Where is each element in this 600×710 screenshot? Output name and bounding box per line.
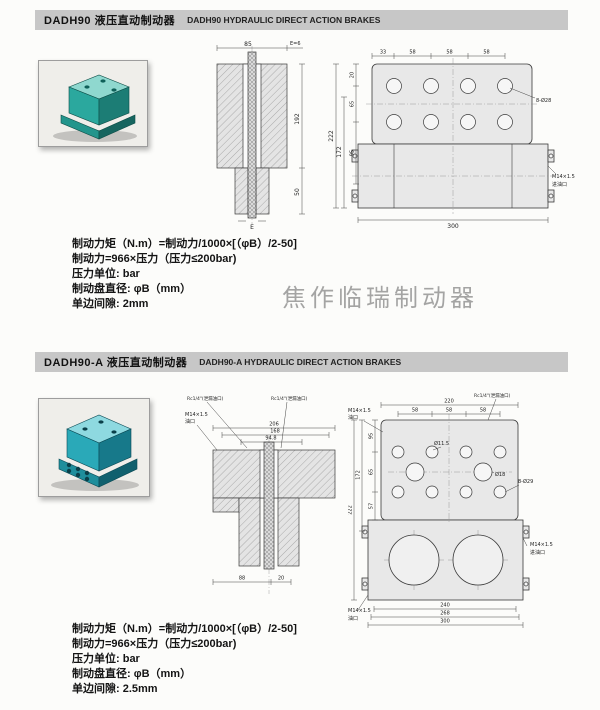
dim-pitch-58b: 58 — [446, 50, 452, 56]
dim-20: 20 — [278, 576, 284, 582]
inlet-port-thread: M14×1.5 — [552, 174, 575, 180]
dim-pitch-58a: 58 — [412, 408, 418, 414]
dim-total-222: 222 — [348, 505, 354, 515]
brake-bolts — [84, 79, 117, 92]
section2-specs: 制动力矩（N.m）=制动力/1000×[（φB）/2-50] 制动力=966×压… — [72, 622, 297, 697]
section1-title-cn: DADH90 液压直动制动器 — [44, 15, 176, 27]
dim-206: 206 — [269, 422, 279, 428]
dim-width-300: 300 — [447, 223, 459, 230]
dadh90-product-photo — [53, 74, 137, 142]
section1-photo-frame — [38, 60, 148, 147]
spec-pressure-unit: 压力单位: bar — [72, 268, 140, 280]
dim-220: 220 — [444, 399, 454, 405]
dim-v-65: 65 — [350, 101, 356, 107]
dimension-text: 33 58 58 58 8-Ø28 222 172 20 65 95 300 M… — [328, 50, 575, 231]
leak-port-label-right: Rc1/4"(泄漏油口) — [271, 395, 308, 402]
dadh90-section-view-drawing: 85 E=6 192 50 E — [216, 41, 305, 231]
dim-v-65: 65 — [369, 469, 375, 475]
plate-and-base — [361, 419, 530, 601]
dim-240: 240 — [440, 603, 450, 609]
hole-callout-d18: Ø18 — [495, 471, 505, 478]
spec-disc-diameter: 制动盘直径: φB（mm） — [72, 668, 192, 680]
dim-inner-172: 172 — [336, 146, 343, 158]
section2-photo-frame — [38, 398, 150, 497]
dadh90a-front-view-drawing: Rc1/4"(泄漏油口) M14×1.5 油口 220 58 58 58 Ø11… — [348, 392, 553, 628]
brake-body — [58, 414, 138, 488]
hole-callout-d11-5: Ø11.5 — [434, 440, 449, 447]
bolt-holes — [352, 78, 554, 199]
dim-v-20: 20 — [350, 72, 356, 78]
dim-total-222: 222 — [328, 130, 335, 142]
oil-port-bottom-thread: M14×1.5 — [348, 608, 371, 614]
dadh90a-section-view-drawing: Rc1/4"(泄漏油口) Rc1/4"(泄漏油口) M14×1.5 油口 206… — [185, 395, 336, 594]
dim-gap-e6: E=6 — [290, 41, 301, 47]
oil-port-top-name: 油口 — [348, 414, 358, 421]
spec-torque-formula: 制动力矩（N.m）=制动力/1000×[（φB）/2-50] — [72, 238, 297, 250]
spec-torque-formula: 制动力矩（N.m）=制动力/1000×[（φB）/2-50] — [72, 623, 297, 635]
section2-header-bar: DADH90-A 液压直动制动器 DADH90-A HYDRAULIC DIRE… — [35, 352, 568, 372]
housing-section — [212, 441, 336, 570]
labels: Rc1/4"(泄漏油口) M14×1.5 油口 220 58 58 58 Ø11… — [348, 392, 553, 625]
oil-port-thread: M14×1.5 — [185, 412, 208, 418]
spec-pressure-unit: 压力单位: bar — [72, 653, 140, 665]
dimension-text: 85 E=6 192 50 E — [244, 41, 301, 231]
inlet-port-name: 进油口 — [552, 181, 567, 188]
centerlines — [352, 58, 554, 214]
spec-disc-diameter: 制动盘直径: φB（mm） — [72, 283, 192, 295]
leak-port-label: Rc1/4"(泄漏油口) — [474, 392, 511, 399]
section1-title-en: DADH90 HYDRAULIC DIRECT ACTION BRAKES — [187, 15, 381, 25]
oil-port-bottom-name: 油口 — [348, 615, 358, 622]
cylinder-bores — [388, 534, 504, 586]
section2-title-en: DADH90-A HYDRAULIC DIRECT ACTION BRAKES — [199, 357, 402, 367]
brake-body — [60, 74, 136, 140]
dim-v-57: 57 — [369, 503, 375, 509]
dim-88: 88 — [239, 576, 245, 582]
dim-inner-172: 172 — [356, 470, 362, 480]
section1-header-bar: DADH90 液压直动制动器 DADH90 HYDRAULIC DIRECT A… — [35, 10, 568, 30]
labels: Rc1/4"(泄漏油口) Rc1/4"(泄漏油口) M14×1.5 油口 206… — [185, 395, 308, 582]
dim-pitch-58b: 58 — [446, 408, 452, 414]
dimension-lines — [196, 401, 336, 585]
dim-height-192: 192 — [294, 113, 301, 125]
spec-clearance: 单边间隙: 2mm — [72, 298, 149, 310]
dadh90-front-view-drawing: 33 58 58 58 8-Ø28 222 172 20 65 95 300 M… — [328, 50, 575, 231]
dim-v-95: 95 — [369, 433, 375, 439]
dim-168: 168 — [270, 429, 280, 435]
section2-title-cn: DADH90-A 液压直动制动器 — [44, 357, 188, 369]
dim-width-85: 85 — [244, 41, 252, 48]
leak-port-label-left: Rc1/4"(泄漏油口) — [187, 395, 224, 402]
dim-268: 268 — [440, 611, 450, 617]
inlet-port-thread: M14×1.5 — [530, 542, 553, 548]
brake-holes — [66, 420, 117, 482]
dadh90a-product-photo — [51, 414, 139, 491]
spec-clearance: 单边间隙: 2.5mm — [72, 683, 158, 695]
dim-clearance-e: E — [250, 224, 254, 231]
dimension-lines — [351, 398, 528, 628]
dim-pitch-58a: 58 — [409, 50, 415, 56]
dim-300: 300 — [440, 619, 450, 625]
holes-callout-8xd28: 8-Ø28 — [536, 97, 551, 104]
oil-port-name: 油口 — [185, 418, 195, 425]
inlet-port-name: 进油口 — [530, 549, 545, 556]
spec-force-formula: 制动力=966×压力（压力≤200bar) — [72, 253, 237, 265]
holes-callout-8xd29: 8-Ø29 — [518, 478, 533, 485]
dim-height-50: 50 — [294, 188, 301, 196]
dim-edge-33: 33 — [380, 50, 386, 56]
dimension-lines — [216, 45, 305, 222]
housing-section — [216, 51, 288, 219]
dim-pitch-58c: 58 — [483, 50, 489, 56]
dimension-lines — [333, 53, 557, 223]
dim-pitch-58c: 58 — [480, 408, 486, 414]
base-edges — [393, 144, 513, 208]
watermark: 焦作临瑞制动器 — [282, 284, 478, 312]
dim-v-95: 95 — [350, 150, 356, 156]
dim-94-8: 94.8 — [265, 436, 276, 442]
oil-port-top-thread: M14×1.5 — [348, 408, 371, 414]
section1-specs: 制动力矩（N.m）=制动力/1000×[（φB）/2-50] 制动力=966×压… — [72, 237, 297, 312]
spec-force-formula: 制动力=966×压力（压力≤200bar) — [72, 638, 237, 650]
